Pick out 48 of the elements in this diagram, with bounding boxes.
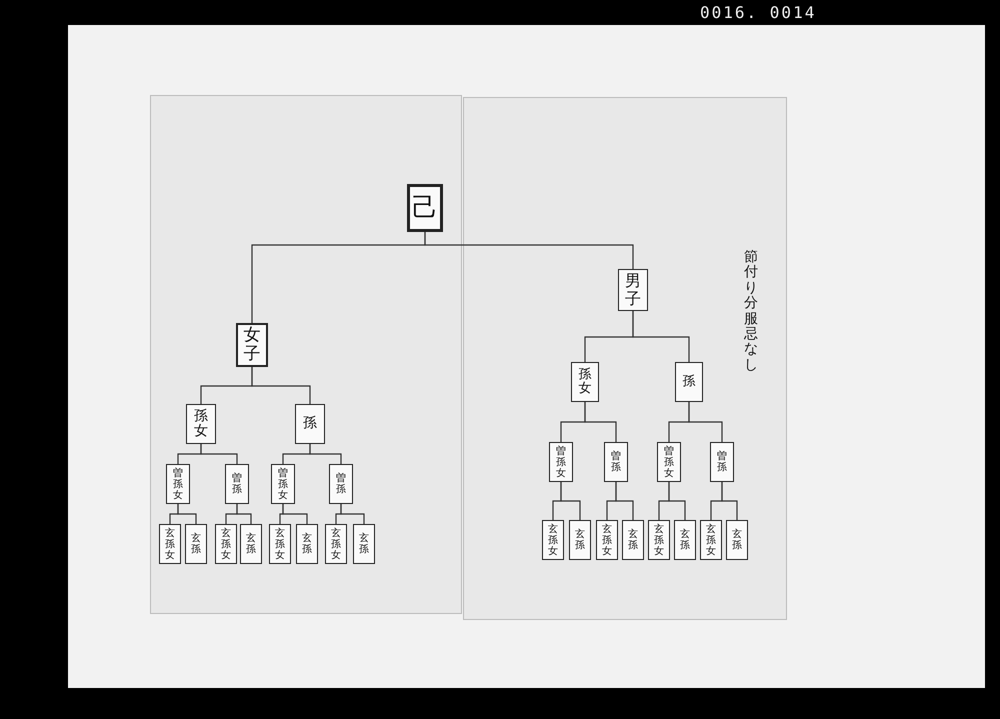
name-box: 玄孫女 [269,524,291,564]
name-box: 玄孫 [353,524,375,564]
name-box: 曽孫 [225,464,249,504]
name-box: 孫 [675,362,703,402]
connector-line [200,444,238,464]
connector-line [584,402,617,442]
name-box: 玄孫女 [596,520,618,560]
name-box: 男子 [618,269,648,311]
connector-line [424,232,634,269]
name-box: 孫女 [571,362,599,402]
name-box: 玄孫女 [648,520,670,560]
name-box: 玄孫 [240,524,262,564]
name-box: 玄孫女 [700,520,722,560]
name-box: 玄孫女 [325,524,347,564]
connector-line [309,444,342,464]
name-box: 玄孫 [296,524,318,564]
name-box: 曽孫女 [549,442,573,482]
connector-line [251,367,311,404]
name-box: 曽孫 [329,464,353,504]
connector-line [236,504,252,524]
name-box: 曽孫女 [657,442,681,482]
name-box: 曽孫女 [271,464,295,504]
connector-line [560,482,581,520]
name-box: 玄孫 [674,520,696,560]
connector-line [668,482,686,520]
name-box: 玄孫女 [159,524,181,564]
name-box: 孫 [295,404,325,444]
connector-line [721,482,738,520]
name-box: 玄孫女 [542,520,564,560]
root-box: 己 [407,184,443,232]
connector-line [688,402,723,442]
note-text: 節付り分服忌なし [744,250,758,374]
name-box: 女子 [236,323,268,367]
connector-line [340,504,365,524]
connector-line [632,311,690,362]
name-box: 曽孫女 [166,464,190,504]
name-box: 孫女 [186,404,216,444]
connector-line [282,504,308,524]
name-box: 玄孫女 [215,524,237,564]
connector-line [177,504,197,524]
name-box: 玄孫 [185,524,207,564]
name-box: 玄孫 [726,520,748,560]
name-box: 曽孫 [604,442,628,482]
frame-number: 0016. 0014 [700,3,816,22]
name-box: 曽孫 [710,442,734,482]
connector-line [615,482,634,520]
name-box: 玄孫 [622,520,644,560]
name-box: 玄孫 [569,520,591,560]
